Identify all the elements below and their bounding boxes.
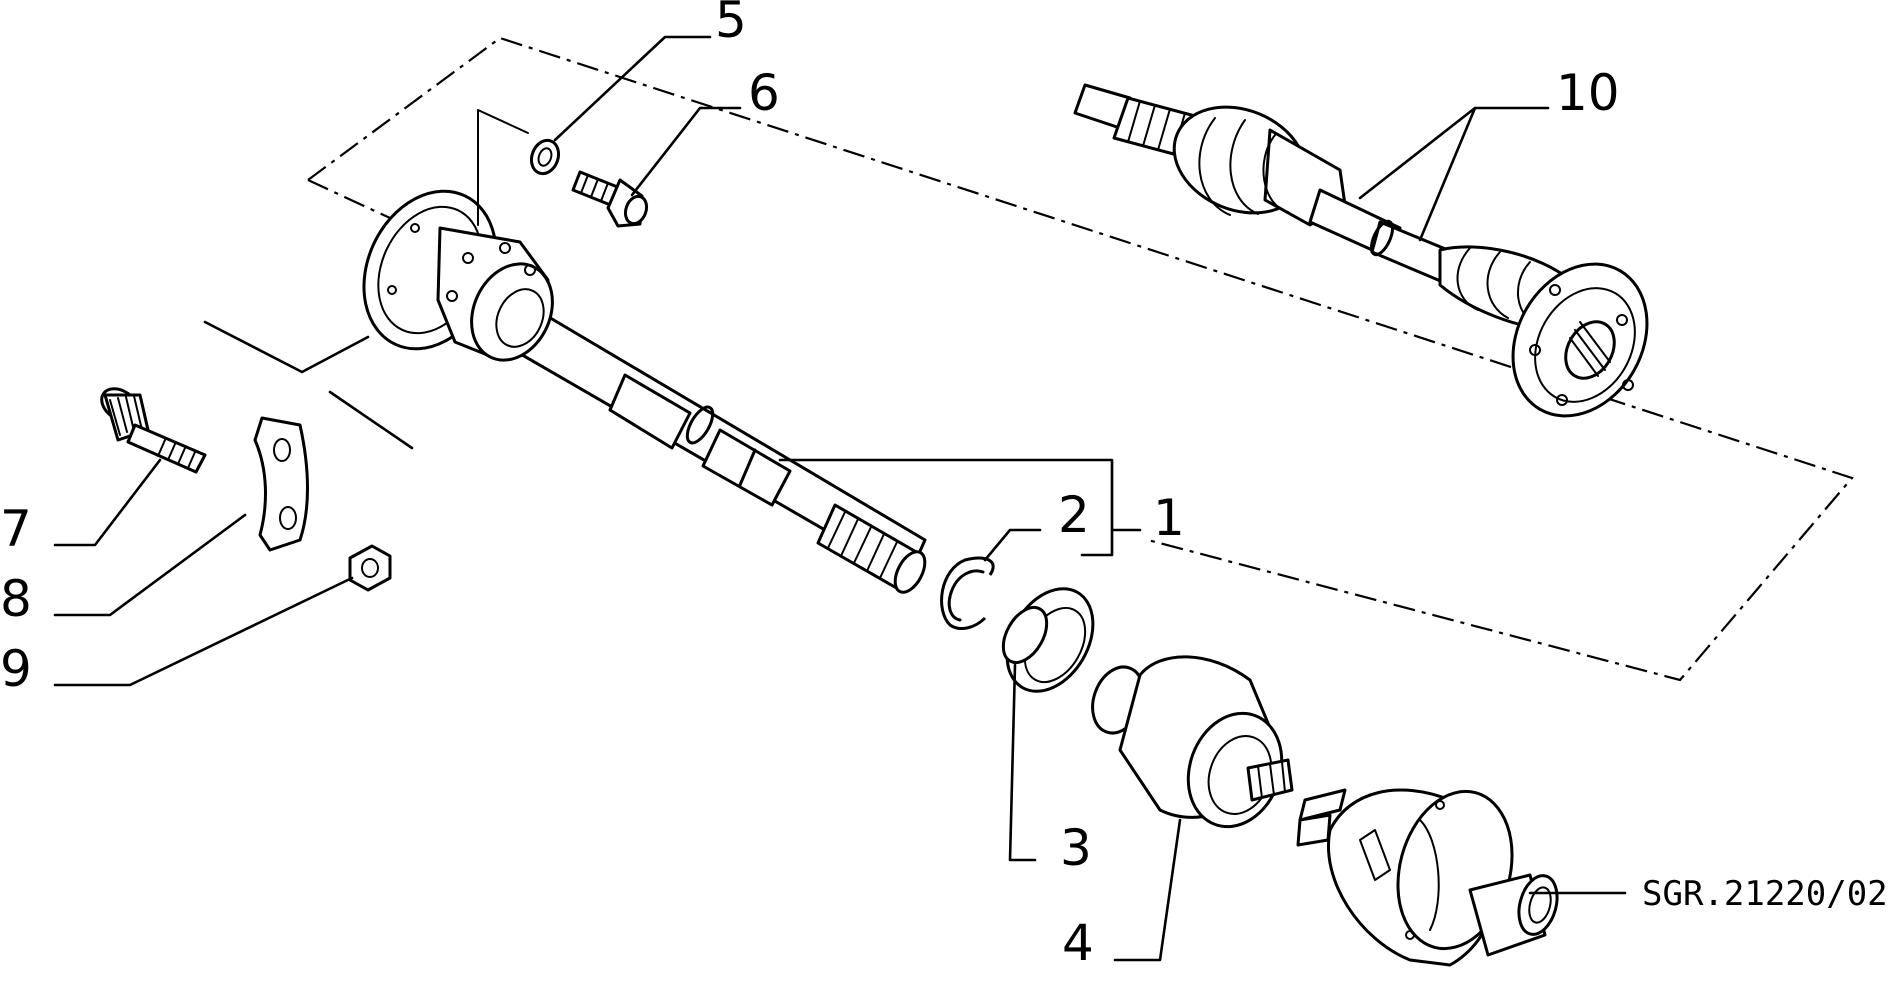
callout-7: 7 (0, 500, 32, 558)
axle-shaft-part (362, 189, 927, 594)
callout-10: 10 (1556, 64, 1620, 122)
nut-part (348, 544, 392, 592)
bolt-part (571, 170, 649, 228)
outer-joint-part (1296, 788, 1559, 967)
drawing-code: SGR.21220/02 (1642, 874, 1888, 914)
callout-2: 2 (1058, 486, 1090, 544)
callout-4: 4 (1062, 914, 1094, 972)
lock-washer-part (529, 138, 561, 176)
callout-3: 3 (1060, 819, 1092, 877)
snap-ring-part (940, 556, 995, 630)
seal-ring-part (1001, 587, 1095, 693)
replacement-outline-link (307, 179, 391, 219)
leader-line-8 (53, 513, 247, 617)
socket-screw-part (100, 387, 207, 474)
leader-line-10 (1358, 106, 1550, 242)
retaining-plate-part (253, 416, 309, 552)
leader-line-7 (53, 458, 162, 547)
callout-8: 8 (0, 570, 32, 628)
leader-line-2 (983, 528, 1042, 562)
complete-drive-shaft-part (1073, 83, 1649, 418)
callout-9: 9 (0, 640, 32, 698)
leader-line-5 (553, 35, 712, 142)
callout-6: 6 (748, 64, 780, 122)
reference-line-5 (477, 109, 529, 226)
callout-5: 5 (715, 0, 747, 49)
callout-1: 1 (1153, 489, 1185, 547)
leader-line-3 (1008, 663, 1037, 862)
leader-line-9 (53, 576, 354, 687)
leader-line-6 (630, 106, 742, 197)
leader-line-1 (778, 458, 1142, 557)
reference-bracket-left (203, 320, 414, 450)
replacement-outline (307, 36, 1854, 682)
joint-housing-part (1091, 655, 1294, 829)
leader-line-4 (1113, 818, 1182, 962)
